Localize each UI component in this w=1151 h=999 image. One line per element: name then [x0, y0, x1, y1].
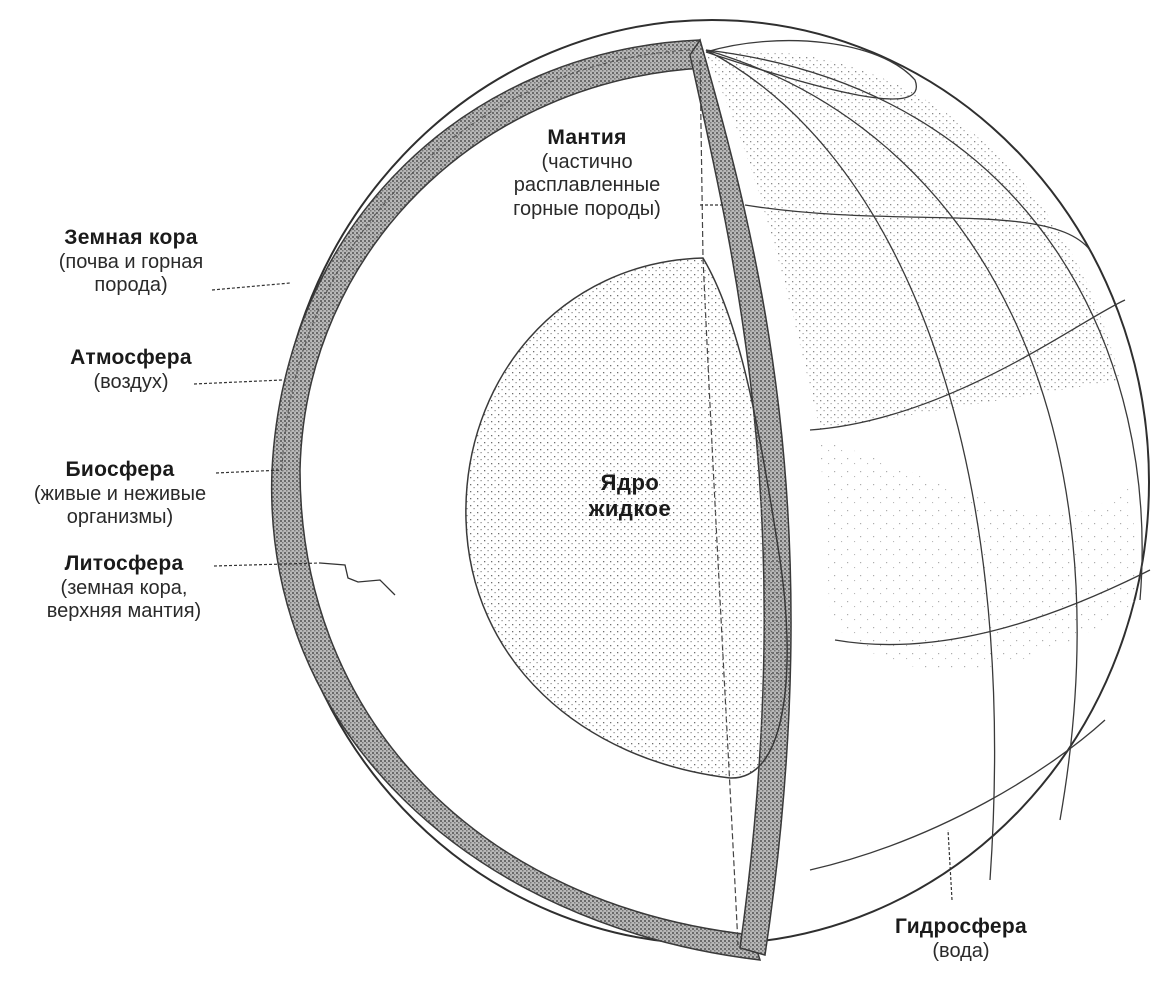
biosphere-desc-2: организмы): [0, 506, 240, 530]
atmosphere-title: Атмосфера: [20, 346, 242, 371]
label-biosphere: Биосфера (живые и неживые организмы): [0, 458, 240, 530]
lithosphere-desc-2: верхняя мантия): [6, 600, 242, 624]
label-core: Ядро жидкое: [550, 470, 710, 522]
crust-title: Земная кора: [20, 226, 242, 251]
lithosphere-title: Литосфера: [6, 552, 242, 577]
lithosphere-bracket: [320, 563, 395, 595]
label-lithosphere: Литосфера (земная кора, верхняя мантия): [6, 552, 242, 624]
core-title-2: жидкое: [550, 496, 710, 522]
mantle-desc-1: (частично: [462, 151, 712, 175]
mantle-desc-2: расплавленные: [462, 174, 712, 198]
core-title-1: Ядро: [550, 470, 710, 496]
mantle-title: Мантия: [462, 126, 712, 151]
hydrosphere-title: Гидросфера: [866, 915, 1056, 940]
parallel-5: [810, 720, 1105, 870]
leader-hydrosphere: [948, 830, 952, 900]
mantle-desc-3: горные породы): [462, 198, 712, 222]
crust-desc-2: порода): [20, 274, 242, 298]
atmosphere-desc: (воздух): [20, 371, 242, 395]
biosphere-desc-1: (живые и неживые: [0, 483, 240, 507]
crust-desc-1: (почва и горная: [20, 251, 242, 275]
biosphere-title: Биосфера: [0, 458, 240, 483]
label-crust: Земная кора (почва и горная порода): [20, 226, 242, 298]
label-hydrosphere: Гидросфера (вода): [866, 915, 1056, 963]
label-atmosphere: Атмосфера (воздух): [20, 346, 242, 394]
label-mantle: Мантия (частично расплавленные горные по…: [462, 126, 712, 222]
lithosphere-desc-1: (земная кора,: [6, 577, 242, 601]
hydrosphere-desc: (вода): [866, 940, 1056, 964]
